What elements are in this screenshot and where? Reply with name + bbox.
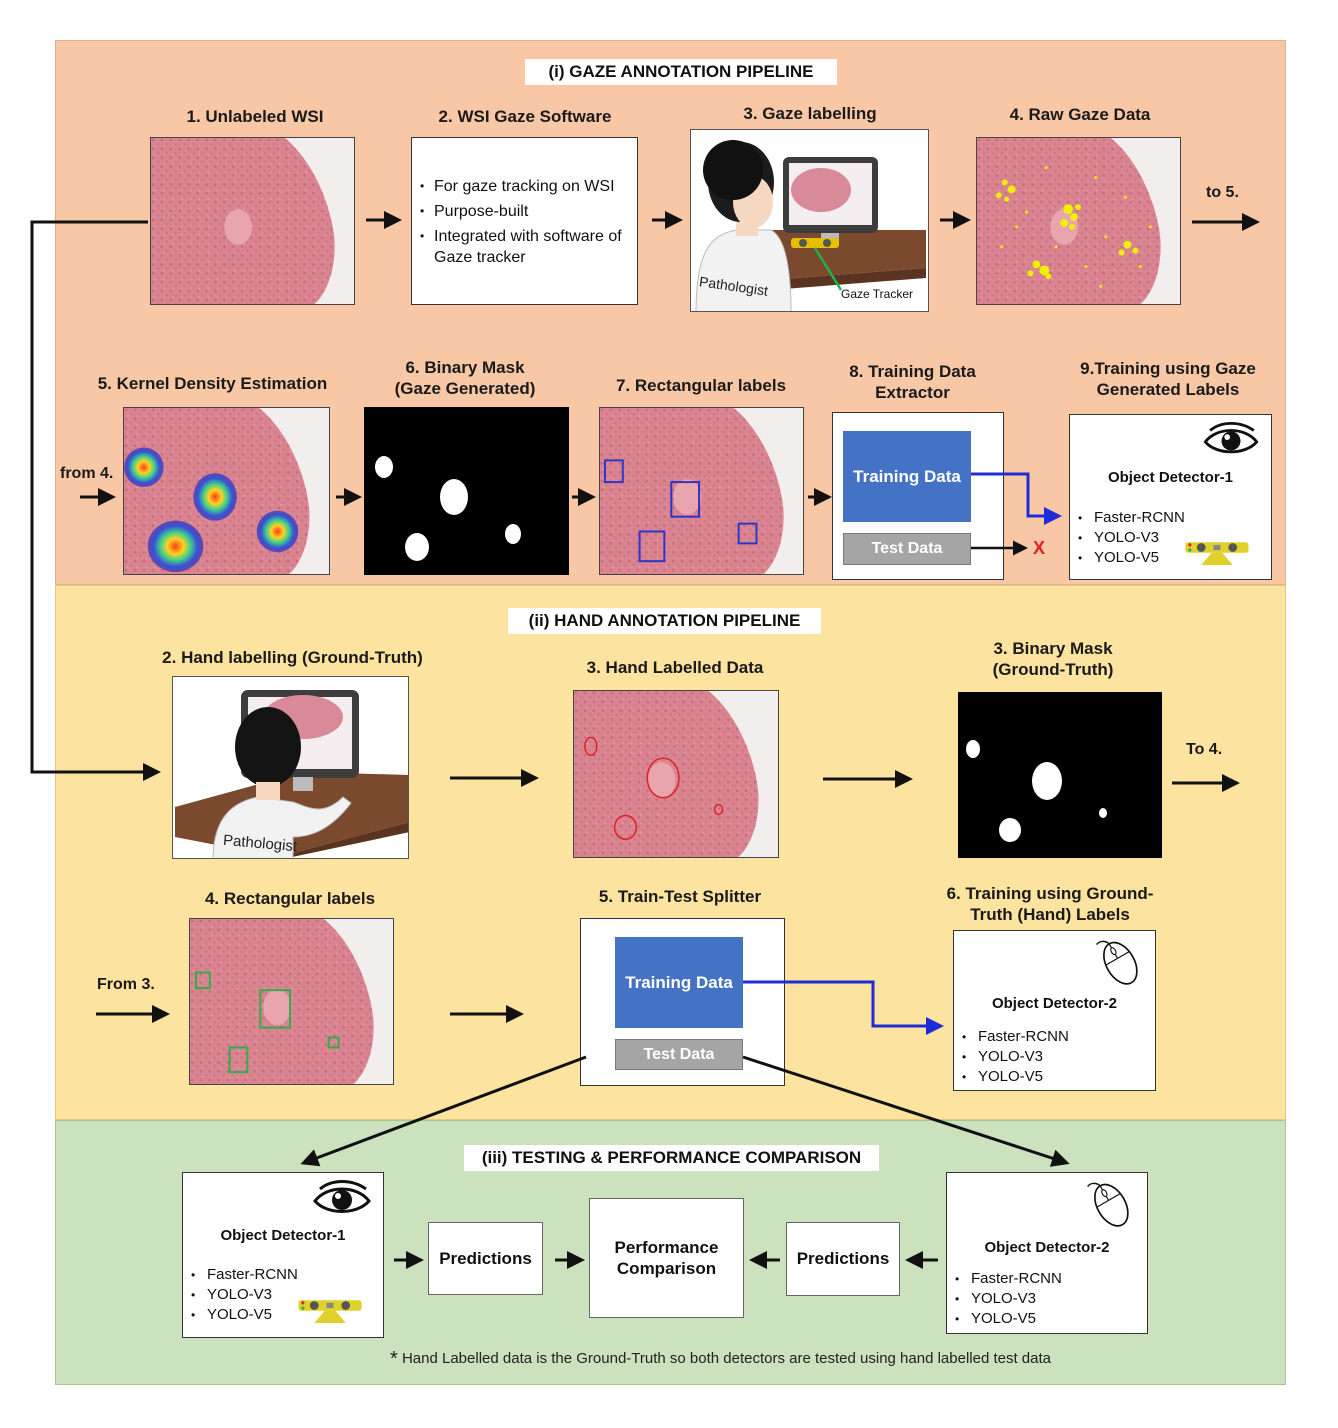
predictions-box-left: Predictions <box>428 1222 543 1295</box>
model-item: YOLO-V5 <box>1076 548 1185 568</box>
model-item: YOLO-V3 <box>960 1047 1069 1067</box>
to-step-4-label: To 4. <box>1186 741 1223 758</box>
testing-title: (iii) TESTING & PERFORMANCE COMPARISON <box>464 1145 879 1171</box>
from-step-3-label: From 3. <box>97 976 155 993</box>
object-detector-2-title: Object Detector-2 <box>991 995 1118 1012</box>
test-object-detector-1-models: Faster-RCNN YOLO-V3 YOLO-V5 <box>189 1265 298 1325</box>
model-item: Faster-RCNN <box>960 1027 1069 1047</box>
gaze-training-data-button: Training Data <box>843 431 971 522</box>
kde-heatmap-image <box>123 407 330 575</box>
predictions-box-right: Predictions <box>786 1222 900 1296</box>
step-label-gaze-labelling: 3. Gaze labelling <box>743 104 877 123</box>
model-item: YOLO-V5 <box>189 1305 298 1325</box>
gaze-software-features: For gaze tracking on WSI Purpose-built I… <box>420 176 624 272</box>
eye-icon <box>1202 421 1260 459</box>
model-item: YOLO-V3 <box>953 1289 1062 1309</box>
software-feature: Integrated with software of Gaze tracker <box>420 226 624 268</box>
model-item: YOLO-V5 <box>960 1067 1069 1087</box>
mouse-icon <box>1075 1177 1141 1233</box>
footnote-text: Hand Labelled data is the Ground-Truth s… <box>401 1350 1052 1367</box>
test-object-detector-1-box: Object Detector-1 Faster-RCNN YOLO-V3 YO… <box>182 1172 384 1338</box>
model-item: YOLO-V5 <box>953 1309 1062 1329</box>
step-label-train-hand: 6. Training using Ground-Truth (Hand) La… <box>946 884 1154 924</box>
step-label-hand-labelled-data: 3. Hand Labelled Data <box>586 658 764 677</box>
test-object-detector-2-models: Faster-RCNN YOLO-V3 YOLO-V5 <box>953 1269 1062 1329</box>
raw-gaze-image <box>976 137 1181 305</box>
from-step-4-label: from 4. <box>60 465 114 482</box>
step-label-binary-mask-gaze: 6. Binary Mask(Gaze Generated) <box>394 358 536 398</box>
performance-comparison-box: Performance Comparison <box>589 1198 744 1318</box>
pathologist-gaze-illustration <box>695 140 926 311</box>
object-detector-2-models: Faster-RCNN YOLO-V3 YOLO-V5 <box>960 1027 1069 1087</box>
model-item: Faster-RCNN <box>1076 508 1185 528</box>
test-object-detector-2-box: Object Detector-2 Faster-RCNN YOLO-V3 YO… <box>946 1172 1148 1334</box>
software-feature: For gaze tracking on WSI <box>420 176 624 197</box>
rectangular-labels-gaze-image <box>599 407 804 575</box>
footnote-star: * <box>390 1348 398 1370</box>
model-item: YOLO-V3 <box>1076 528 1185 548</box>
object-detector-2-box: Object Detector-2 Faster-RCNN YOLO-V3 YO… <box>953 930 1156 1091</box>
step-label-rect-gaze: 7. Rectangular labels <box>615 376 787 395</box>
software-feature: Purpose-built <box>420 201 624 222</box>
mouse-icon <box>1084 935 1150 991</box>
hand-test-data-button: Test Data <box>615 1039 743 1070</box>
step-label-raw-gaze: 4. Raw Gaze Data <box>1009 105 1151 124</box>
model-item: YOLO-V3 <box>189 1285 298 1305</box>
eye-icon <box>311 1179 373 1219</box>
test-data-excluded-cross: X <box>1033 538 1046 558</box>
hand-labelling-illustration: Pathologist <box>172 676 409 859</box>
gaze-software-box: For gaze tracking on WSI Purpose-built I… <box>411 137 638 305</box>
model-item: Faster-RCNN <box>953 1269 1062 1289</box>
step-label-hand-labelling: 2. Hand labelling (Ground-Truth) <box>162 648 423 667</box>
step-label-rect-hand: 4. Rectangular labels <box>204 889 376 908</box>
step-label-gaze-software: 2. WSI Gaze Software <box>438 107 612 126</box>
gaze-tracker-icon <box>295 1291 365 1327</box>
hand-training-data-button: Training Data <box>615 937 743 1028</box>
binary-mask-ground-truth-image <box>958 692 1162 858</box>
to-step-5-label: to 5. <box>1206 184 1239 201</box>
gaze-test-data-button: Test Data <box>843 533 971 565</box>
step-label-kde: 5. Kernel Density Estimation <box>97 374 328 393</box>
rectangular-labels-hand-image <box>189 918 394 1085</box>
gaze-labelling-illustration: Pathologist Gaze Tracker <box>690 129 929 312</box>
gaze-tracker-label: Gaze Tracker <box>841 287 914 301</box>
footnote: * Hand Labelled data is the Ground-Truth… <box>390 1348 1051 1371</box>
hand-pipeline-title: (ii) HAND ANNOTATION PIPELINE <box>508 608 821 634</box>
model-item: Faster-RCNN <box>189 1265 298 1285</box>
unlabeled-wsi-image <box>150 137 355 305</box>
binary-mask-gaze-image <box>364 407 569 575</box>
pathologist-hand-illustration <box>175 690 408 858</box>
object-detector-1-title: Object Detector-1 <box>1107 469 1234 486</box>
test-object-detector-1-title: Object Detector-1 <box>220 1227 346 1244</box>
object-detector-1-box: Object Detector-1 Faster-RCNN YOLO-V3 YO… <box>1069 414 1272 580</box>
hand-labelled-data-image <box>573 690 779 858</box>
step-label-binary-mask-gt: 3. Binary Mask(Ground-Truth) <box>992 639 1114 679</box>
gaze-tracker-icon <box>1182 533 1252 569</box>
test-object-detector-2-title: Object Detector-2 <box>984 1239 1110 1256</box>
step-label-unlabeled-wsi: 1. Unlabeled WSI <box>186 107 324 126</box>
step-label-train-test-splitter: 5. Train-Test Splitter <box>598 887 762 906</box>
object-detector-1-models: Faster-RCNN YOLO-V3 YOLO-V5 <box>1076 508 1185 568</box>
gaze-pipeline-title: (i) GAZE ANNOTATION PIPELINE <box>525 59 837 85</box>
